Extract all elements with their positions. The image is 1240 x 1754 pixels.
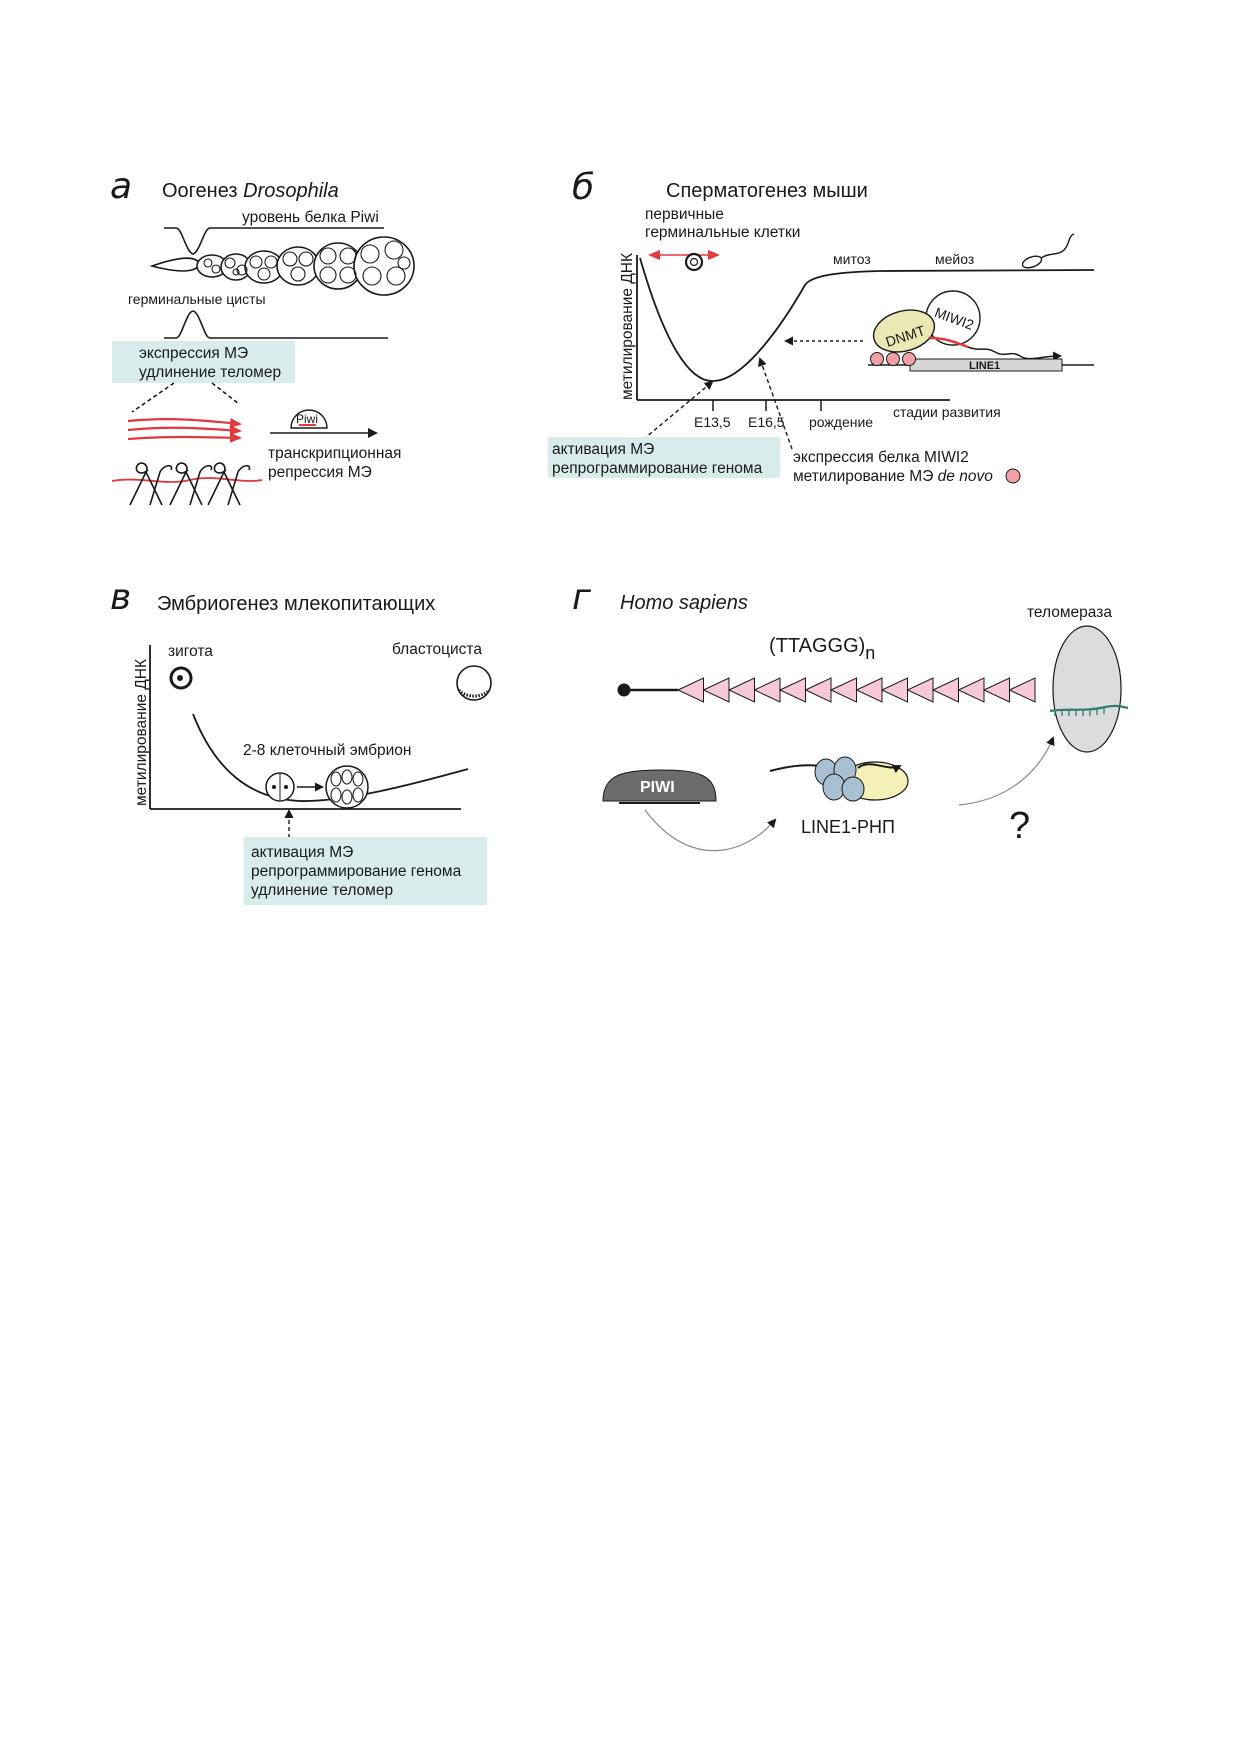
panel-a-title: Оогенез Drosophila: [162, 180, 339, 202]
piwi-label: PIWI: [640, 779, 675, 796]
telomere-repeat-triangle: [729, 678, 755, 702]
te-expression-curve: [164, 311, 388, 338]
piwi-level-label: уровень белка Piwi: [242, 209, 379, 226]
zoom-line-left: [132, 383, 174, 412]
panel-d-title: Homo sapiens: [620, 592, 748, 614]
telomere-repeat-triangle: [882, 678, 908, 702]
panel-b-y-axis-label: метилирование ДНК: [619, 253, 636, 400]
panel-b-letter: б: [572, 167, 594, 208]
phase-mitosis: митоз: [833, 251, 871, 267]
eight-cell-embryo-icon: [326, 766, 368, 808]
repression-line-2: репрессия МЭ: [268, 464, 372, 481]
dnmt-miwi2-complex: DNMT MIWI2: [869, 291, 1060, 359]
embryo-label: 2-8 клеточный эмбрион: [243, 742, 412, 759]
piwi-complex-label: Piwi: [296, 412, 318, 426]
panel-a-title-main: Оогенез: [162, 180, 238, 202]
telomere-repeat-triangle: [1010, 678, 1036, 702]
telomere-repeat-triangle: [959, 678, 985, 702]
miwi2-pointer: [760, 359, 792, 449]
zoom-line-right: [212, 383, 239, 404]
tick-birth: рождение: [809, 414, 873, 430]
panel-a-box-line-2: удлинение теломер: [139, 364, 281, 381]
telomere-repeat-triangle: [704, 678, 730, 702]
rnp-to-telomerase-arrow: [959, 738, 1053, 805]
egg-chamber-string: [152, 237, 414, 295]
blastocyst-label: бластоциста: [392, 641, 482, 658]
line1-label: LINE1: [969, 360, 1000, 372]
panel-b-ticks: [713, 400, 821, 411]
panel-b-box-line-2: репрограммирование генома: [552, 460, 763, 477]
panel-a-title-species: Drosophila: [243, 180, 339, 202]
methyl-groups: [871, 353, 916, 366]
telomere-repeat-label: (TTAGGG)n: [769, 635, 875, 663]
repression-line-1: транскрипционная: [268, 445, 401, 462]
telomere-repeat-subscript: n: [865, 643, 875, 663]
line1-rnp: [770, 757, 908, 801]
panel-b-note-line-1: экспрессия белка MIWI2: [793, 449, 969, 466]
telomere-repeat-triangle: [984, 678, 1010, 702]
panel-b-note-line-2: метилирование МЭ de novo: [793, 468, 993, 485]
telomerase-label: теломераза: [1027, 604, 1112, 621]
panel-a-box-line-1: экспрессия МЭ: [139, 345, 248, 362]
telomere-repeat-triangle: [908, 678, 934, 702]
tick-e16: E16,5: [748, 414, 785, 430]
repressed-te-dna: [112, 478, 262, 482]
panel-b-note-line-2-prefix: метилирование МЭ: [793, 468, 938, 485]
panel-c-title: Эмбриогенез млекопитающих: [157, 593, 435, 615]
te-transcripts: [128, 419, 240, 439]
sperm-icon: [1021, 234, 1074, 270]
panel-a-letter: а: [110, 166, 132, 207]
telomere-repeat-triangle: [831, 678, 857, 702]
pgc-cell-icon: [686, 254, 702, 270]
telomere-repeats: [678, 678, 1035, 702]
panel-c: в Эмбриогенез млекопитающих метилировани…: [110, 577, 491, 905]
panel-b-note-line-2-italic: de novo: [938, 468, 994, 485]
panel-d-letter: г: [572, 577, 592, 618]
panel-c-box-line-2: репрограммирование генома: [251, 863, 462, 880]
telomere-repeat-text: (TTAGGG): [769, 635, 865, 657]
activation-pointer: [638, 382, 712, 444]
blastocyst-icon: [457, 666, 491, 700]
pgc-line-2: герминальные клетки: [645, 224, 800, 241]
panel-d: г Homo sapiens теломераза (TTAGGG)n PIWI: [572, 577, 1128, 851]
telomere-repeat-triangle: [755, 678, 781, 702]
pgc-line-1: первичные: [645, 206, 724, 223]
germinal-cysts-label: герминальные цисты: [128, 291, 266, 307]
phase-meiosis: мейоз: [935, 251, 974, 267]
panel-c-letter: в: [110, 577, 131, 618]
unknown-link-question-mark: ?: [1009, 805, 1030, 847]
telomere-repeat-triangle: [780, 678, 806, 702]
telomere-repeat-triangle: [678, 678, 704, 702]
tick-e13: E13,5: [694, 414, 731, 430]
zygote-label: зигота: [168, 643, 213, 660]
telomerase-complex: [1053, 626, 1121, 752]
panel-c-box-line-1: активация МЭ: [251, 844, 353, 861]
methyl-legend-dot: [1006, 469, 1020, 483]
telomere-repeat-triangle: [857, 678, 883, 702]
telomere-repeat-triangle: [933, 678, 959, 702]
piwi-complex: Piwi: [291, 410, 327, 428]
two-cell-embryo-icon: [266, 773, 294, 801]
zygote-icon: [171, 668, 191, 688]
piwi-to-rnp-arrow: [645, 810, 775, 851]
panel-b-x-axis-label: стадии развития: [893, 404, 1001, 420]
panel-b-title: Сперматогенез мыши: [666, 180, 868, 202]
chromatin-loops: [130, 463, 250, 505]
telomere-repeat-triangle: [806, 678, 832, 702]
panel-a: а Оогенез Drosophila уровень белка Piwi …: [110, 166, 414, 505]
panel-b-box-line-1: активация МЭ: [552, 441, 654, 458]
line1-rnp-label: LINE1-РНП: [801, 817, 895, 837]
panel-b: б Сперматогенез мыши первичные герминаль…: [548, 167, 1094, 485]
panel-c-y-axis-label: метилирование ДНК: [133, 659, 150, 806]
piwi-protein: PIWI: [603, 770, 716, 803]
panel-c-box-line-3: удлинение теломер: [251, 882, 393, 899]
